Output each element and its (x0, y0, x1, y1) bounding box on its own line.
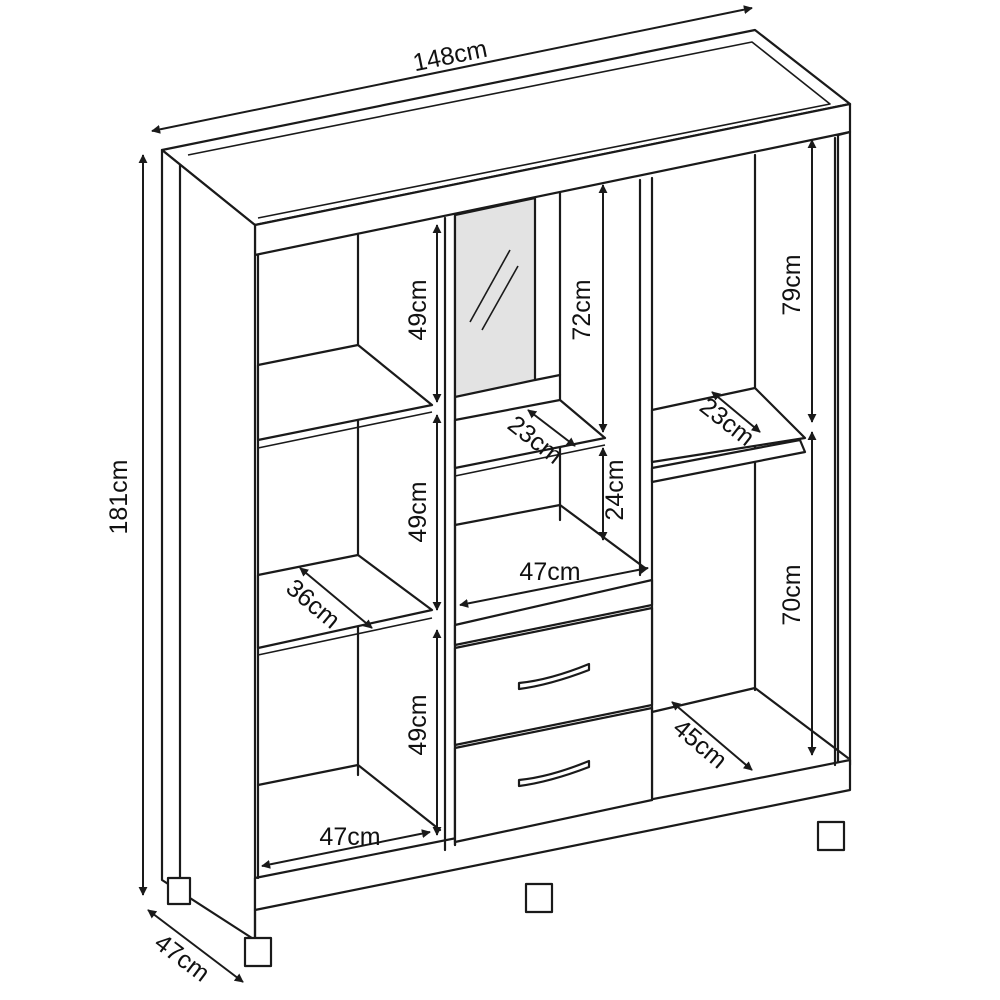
mirror-panel (453, 196, 537, 399)
right-rail-depth-arrow (711, 391, 761, 433)
left-middle-height-label: 49cm (404, 481, 432, 542)
foot-front-center (524, 882, 554, 914)
dimension-arrows (138, 5, 817, 983)
drawer-lower-handle[interactable] (517, 759, 591, 788)
right-compartment (650, 136, 850, 767)
left-side-panel (160, 148, 257, 942)
center-upper-height-label: 72cm (568, 279, 596, 340)
center-lower-height-label: 24cm (601, 459, 629, 520)
center-width-label: 47cm (519, 558, 580, 586)
foot-front-right (816, 820, 846, 852)
left-shelf-depth-arrow (299, 567, 373, 629)
center-lower-bay-edge (453, 503, 647, 570)
right-bottom-depth-arrow (671, 701, 753, 771)
height-label: 181cm (105, 459, 133, 534)
hanging-rail (650, 438, 807, 484)
center-shelf-depth-arrow (527, 409, 576, 447)
right-bottom-depth-label: 45cm (668, 714, 733, 775)
foot-front-left (243, 936, 273, 968)
depth-arrow (147, 909, 244, 983)
right-upper-height-label: 79cm (778, 254, 806, 315)
left-shelf-1 (256, 343, 434, 442)
drawer-upper-handle[interactable] (517, 662, 591, 691)
dimension-labels: 148cm 181cm 47cm 49cm 49cm 49cm 36cm 47c… (105, 35, 806, 988)
left-bottom-width-arrow (261, 829, 431, 869)
right-lower-height-label: 70cm (778, 564, 806, 625)
drawer-lower[interactable] (453, 706, 654, 844)
left-bottom-edge (256, 763, 442, 832)
mirror-glint-2 (481, 265, 519, 331)
foot-back-left (166, 876, 192, 906)
left-bottom-width-label: 47cm (319, 823, 380, 851)
left-bottom-height-label: 49cm (404, 694, 432, 755)
left-shelf-2 (256, 553, 434, 650)
center-width-arrow (459, 565, 649, 608)
depth-label: 47cm (149, 928, 215, 987)
right-side-panel (836, 130, 852, 772)
left-top-height-label: 49cm (404, 279, 432, 340)
width-arrow (151, 5, 753, 134)
mirror-glint-1 (469, 249, 511, 323)
